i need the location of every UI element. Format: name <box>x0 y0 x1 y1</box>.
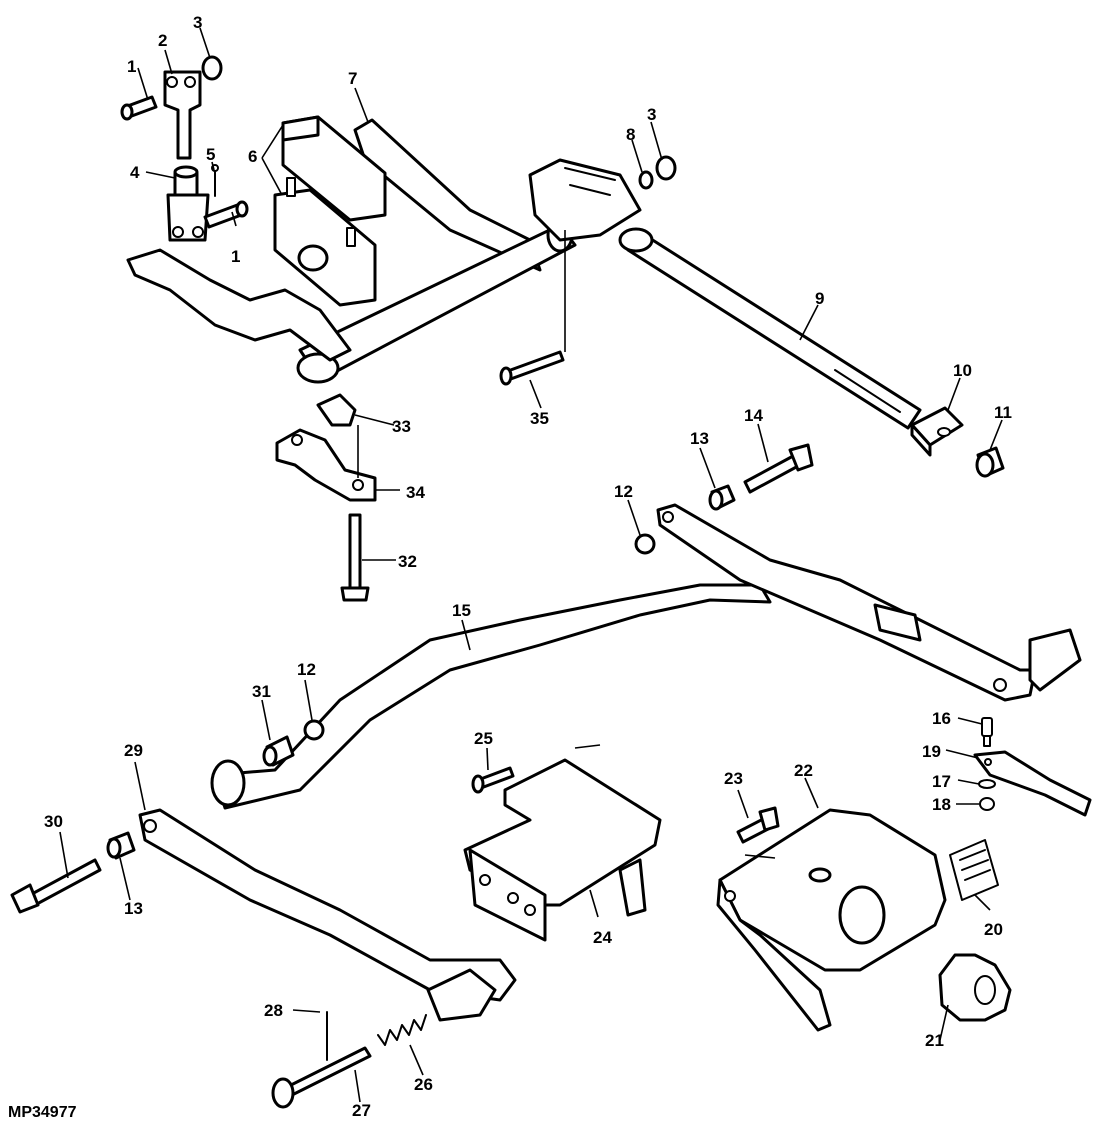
callout-2: 2 <box>158 31 167 50</box>
callout-16: 16 <box>932 709 951 728</box>
callout-1-upper: 1 <box>127 57 136 76</box>
callout-28: 28 <box>264 1001 283 1020</box>
leader-lines <box>59 27 1003 1103</box>
part-3-retaining-ring-upper <box>201 55 223 81</box>
part-31-spacer <box>262 735 295 767</box>
callout-12-middle: 12 <box>297 660 316 679</box>
part-13-spacer-upper <box>708 484 736 511</box>
part-12-nut-upper <box>634 533 656 555</box>
part-6-bearing-blocks <box>273 115 387 307</box>
callout-19: 19 <box>922 742 941 761</box>
part-34-bracket <box>275 425 377 502</box>
part-12-nut-middle <box>303 719 325 741</box>
callout-15: 15 <box>452 601 471 620</box>
callout-24: 24 <box>593 928 612 947</box>
part-22-housing <box>716 808 947 1032</box>
callout-1-lower: 1 <box>231 247 240 266</box>
figure-id: MP34977 <box>8 1104 77 1121</box>
part-17-washer <box>978 779 996 789</box>
callout-17: 17 <box>932 772 951 791</box>
callout-31: 31 <box>252 682 271 701</box>
callout-9: 9 <box>815 289 824 308</box>
part-25-screw <box>471 766 515 794</box>
part-13-spacer-lower <box>106 831 136 860</box>
callout-labels: 1 2 3 4 5 1 6 7 8 3 9 10 11 33 34 32 35 … <box>44 13 1012 1120</box>
part-5-cotter-pin <box>211 164 219 197</box>
part-7-rockshaft <box>126 118 642 384</box>
callout-10: 10 <box>953 361 972 380</box>
part-18-nut <box>979 797 995 811</box>
callout-6: 6 <box>248 147 257 166</box>
callout-14: 14 <box>744 406 763 425</box>
part-23-bolt <box>736 806 780 844</box>
part-4-clevis <box>166 165 210 242</box>
part-1-pin-upper <box>120 95 158 121</box>
callout-11: 11 <box>994 403 1012 422</box>
callout-12-upper: 12 <box>614 482 633 501</box>
callout-13-lower: 13 <box>124 899 143 918</box>
callout-25: 25 <box>474 729 493 748</box>
part-14-bolt <box>743 443 814 494</box>
part-10-trunnion <box>910 406 964 457</box>
part-32-bolt <box>340 513 370 602</box>
callout-23: 23 <box>724 769 743 788</box>
callout-30: 30 <box>44 812 63 831</box>
part-11-bushing <box>975 446 1005 478</box>
part-24-bracket <box>463 758 662 942</box>
part-1-pin-lower <box>203 200 249 229</box>
callout-22: 22 <box>794 761 813 780</box>
callout-20: 20 <box>984 920 1003 939</box>
part-35-pin <box>499 230 566 386</box>
part-20-decal <box>949 839 999 901</box>
part-15-control-link <box>210 583 772 810</box>
part-27-handle-pin <box>271 1046 372 1109</box>
part-3-retaining-ring-right <box>655 155 677 181</box>
part-21-knob <box>938 953 1012 1022</box>
part-16-screw <box>981 717 993 747</box>
part-30-bolt <box>10 858 102 914</box>
part-19-bracket <box>973 750 1092 817</box>
part-lift-arm-right <box>656 503 1082 702</box>
callout-33: 33 <box>392 417 411 436</box>
part-8-washer <box>638 170 654 190</box>
callout-7: 7 <box>348 69 357 88</box>
callout-21: 21 <box>925 1031 944 1050</box>
callout-32: 32 <box>398 552 417 571</box>
callout-4: 4 <box>130 163 140 182</box>
part-2-yoke <box>163 70 202 160</box>
callout-18: 18 <box>932 795 951 814</box>
callout-26: 26 <box>414 1075 433 1094</box>
callout-35: 35 <box>530 409 549 428</box>
part-33-bushing-half <box>316 393 357 427</box>
callout-34: 34 <box>406 483 425 502</box>
callout-3-right: 3 <box>647 105 656 124</box>
callout-13-upper: 13 <box>690 429 709 448</box>
callout-27: 27 <box>352 1101 371 1120</box>
callout-29: 29 <box>124 741 143 760</box>
callout-5: 5 <box>206 145 215 164</box>
callout-8: 8 <box>626 125 635 144</box>
callout-3-upper: 3 <box>193 13 202 32</box>
part-26-spring <box>377 1014 427 1046</box>
part-9-link-rod <box>618 227 922 430</box>
part-29-lift-arm-left <box>138 808 517 1022</box>
